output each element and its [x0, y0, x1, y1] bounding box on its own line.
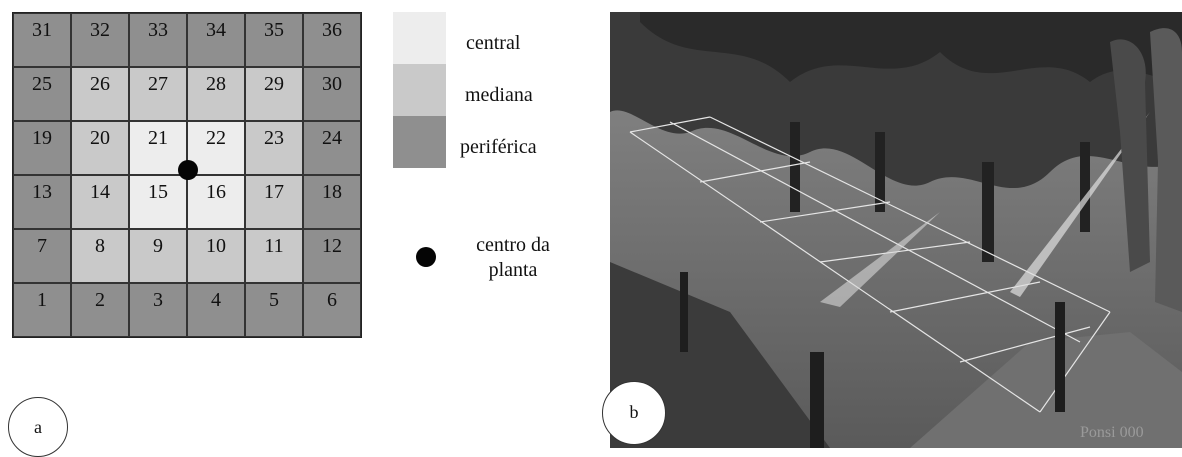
- legend-swatch-central: [393, 12, 446, 64]
- photo-watermark: Ponsi 000: [1080, 424, 1144, 441]
- grid-cell: 5: [245, 283, 303, 337]
- grid-cell: 12: [303, 229, 361, 283]
- grid-cell: 31: [13, 13, 71, 67]
- grid-cell: 15: [129, 175, 187, 229]
- legend-label-periferica: periférica: [460, 136, 537, 158]
- legend-center-line1: centro da: [476, 234, 550, 256]
- grid-cell: 4: [187, 283, 245, 337]
- grid-cell: 19: [13, 121, 71, 175]
- grid-cell: 36: [303, 13, 361, 67]
- legend-center-line2: planta: [488, 259, 538, 281]
- panel-label-b: b: [602, 381, 666, 445]
- grid-cell: 10: [187, 229, 245, 283]
- legend-swatch-periferica: [393, 116, 446, 168]
- legend-center-dot: [416, 247, 436, 267]
- grid-cell: 11: [245, 229, 303, 283]
- field-photo-illustration: Ponsi 000: [610, 12, 1182, 448]
- grid-cell: 20: [71, 121, 129, 175]
- grid-cell: 8: [71, 229, 129, 283]
- grid-cell: 26: [71, 67, 129, 121]
- grid-cell: 28: [187, 67, 245, 121]
- grid-cell: 6: [303, 283, 361, 337]
- grid-cell: 1: [13, 283, 71, 337]
- grid-cell: 3: [129, 283, 187, 337]
- grid-cell: 14: [71, 175, 129, 229]
- grid-cell: 32: [71, 13, 129, 67]
- grid-cell: 27: [129, 67, 187, 121]
- grid-cell: 33: [129, 13, 187, 67]
- legend-label-mediana: mediana: [465, 84, 533, 106]
- grid-cell: 34: [187, 13, 245, 67]
- grid-cell: 17: [245, 175, 303, 229]
- grid-cell: 21: [129, 121, 187, 175]
- grid-cell: 29: [245, 67, 303, 121]
- field-photo: Ponsi 000: [610, 12, 1182, 448]
- legend-swatch-mediana: [393, 64, 446, 116]
- grid-cell: 2: [71, 283, 129, 337]
- grid-cell: 18: [303, 175, 361, 229]
- grid-cell: 9: [129, 229, 187, 283]
- panel-label-a: a: [8, 397, 68, 457]
- legend-label-plant-center: centro da planta: [463, 233, 563, 283]
- grid-cell: 35: [245, 13, 303, 67]
- plant-center-marker: [178, 160, 198, 180]
- grid-cell: 23: [245, 121, 303, 175]
- grid-cell: 16: [187, 175, 245, 229]
- grid-cell: 25: [13, 67, 71, 121]
- grid-cell: 30: [303, 67, 361, 121]
- grid-cell: 24: [303, 121, 361, 175]
- grid-cell: 7: [13, 229, 71, 283]
- grid-cell: 13: [13, 175, 71, 229]
- legend-label-central: central: [466, 32, 521, 54]
